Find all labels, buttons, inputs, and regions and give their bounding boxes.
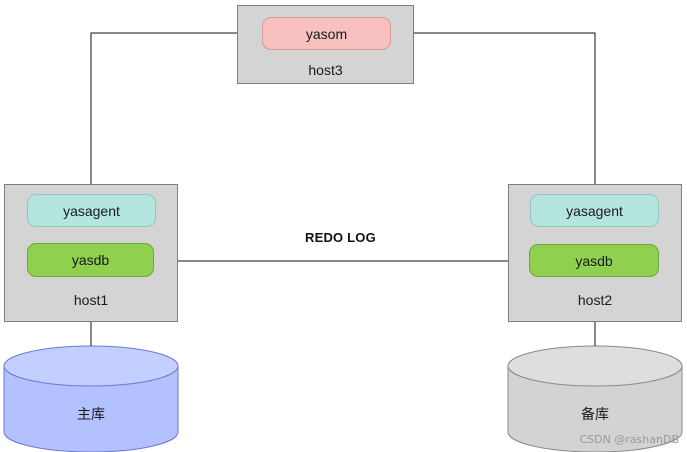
yasom-node: yasom [262, 17, 391, 50]
primary-db-cylinder [3, 345, 179, 452]
standby-db-cylinder [507, 345, 683, 452]
host1-yasagent-node: yasagent [27, 194, 156, 227]
host3-label: host3 [308, 62, 343, 78]
primary-db-label: 主库 [77, 407, 105, 423]
host2-yasagent-node: yasagent [530, 194, 659, 227]
connector-agent2-yasom [390, 29, 599, 195]
host1-label: host1 [73, 292, 109, 308]
host1-yasdb-node: yasdb [27, 243, 154, 277]
host2-yasdb-node: yasdb [529, 244, 659, 277]
watermark: CSDN @rashanDB [579, 433, 679, 446]
host2-label: host2 [577, 292, 613, 308]
connector-agent1-yasom [87, 29, 263, 195]
redo-log-label: REDO LOG [305, 230, 376, 245]
standby-db-label: 备库 [581, 407, 609, 423]
